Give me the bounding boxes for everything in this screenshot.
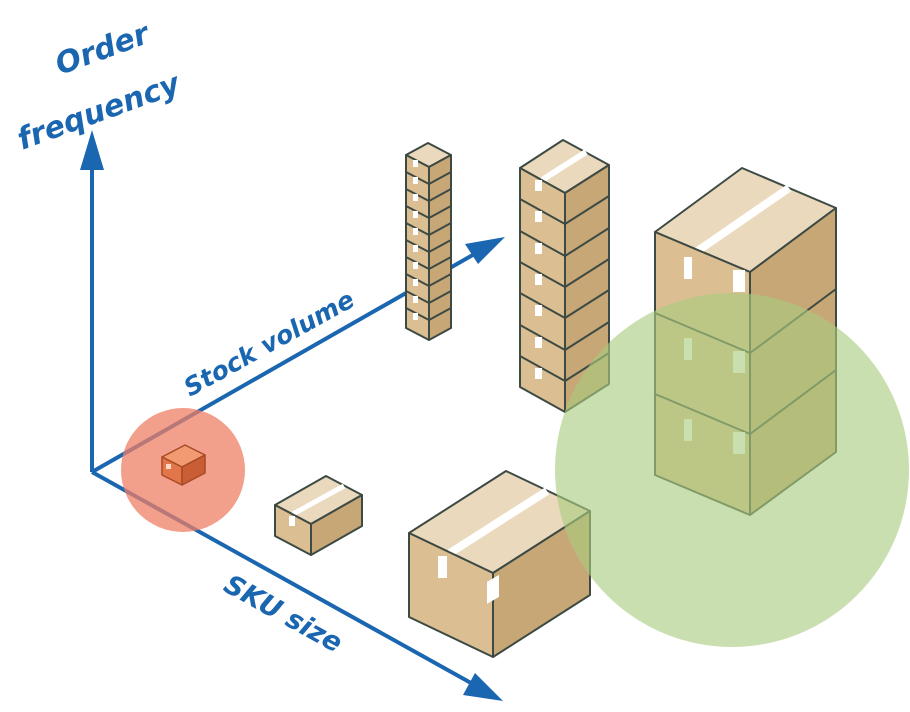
thin-stack	[405, 142, 452, 341]
depth-arrowhead-icon	[465, 237, 505, 264]
vertical-axis-label-line2: frequency	[13, 66, 186, 158]
horizontal-axis-label: SKU size	[219, 569, 348, 659]
horizontal-arrowhead-icon	[463, 673, 503, 701]
depth-axis-label: Stock volume	[179, 285, 359, 403]
large-sku-highlight	[555, 293, 909, 647]
arrowheads	[80, 130, 505, 701]
vertical-axis-label-line1: Order	[51, 16, 156, 83]
vertical-arrowhead-icon	[80, 130, 104, 170]
medium-stack	[519, 139, 610, 413]
large-box	[408, 470, 591, 658]
small-box	[274, 475, 363, 556]
tiny-box-icon	[161, 444, 206, 486]
